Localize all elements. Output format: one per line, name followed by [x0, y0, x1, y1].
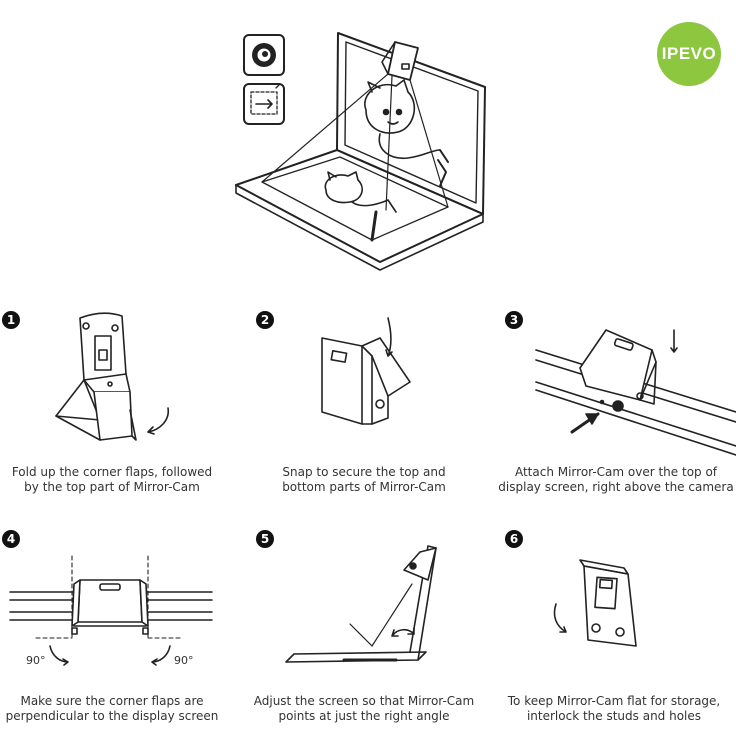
- step-6-number: 6: [505, 530, 523, 548]
- step-6-caption-line-1: To keep Mirror-Cam flat for storage,: [507, 694, 721, 708]
- step-2-caption-line-1: Snap to secure the top and: [282, 465, 446, 479]
- step-3-caption-line-1: Attach Mirror-Cam over the top of: [514, 465, 718, 479]
- step-5-caption-line-2: points at just the right angle: [278, 709, 450, 723]
- step-3-caption: Attach Mirror-Cam over the top of displa…: [496, 465, 736, 495]
- step-2-number: 2: [256, 311, 274, 329]
- step-5-illustration: [285, 545, 437, 663]
- step-5-caption: Adjust the screen so that Mirror-Cam poi…: [244, 694, 484, 724]
- step-3-number: 3: [505, 311, 523, 329]
- step-5-caption-line-1: Adjust the screen so that Mirror-Cam: [253, 694, 475, 708]
- step-2-illustration: [321, 317, 411, 425]
- step-3-caption-line-2: display screen, right above the camera: [498, 480, 734, 494]
- angle-label-left: 90°: [26, 654, 46, 667]
- step-4-number: 4: [2, 530, 20, 548]
- step-1-number: 1: [2, 311, 20, 329]
- webcam-icon: [243, 34, 285, 76]
- step-2-caption-line-2: bottom parts of Mirror-Cam: [282, 480, 446, 494]
- step-5-number: 5: [256, 530, 274, 548]
- step-6-illustration: [553, 559, 637, 647]
- step-6-caption-line-2: interlock the studs and holes: [526, 709, 702, 723]
- step-1-illustration: [55, 312, 170, 441]
- hero-laptop-illustration: [235, 32, 486, 271]
- step-2-caption: Snap to secure the top and bottom parts …: [244, 465, 484, 495]
- step-3-illustration: [535, 329, 736, 456]
- step-4-illustration: [9, 555, 213, 666]
- flip-screen-icon: [243, 83, 285, 125]
- step-1-caption-line-2: by the top part of Mirror-Cam: [24, 480, 200, 494]
- ipevo-logo: IPEVO: [657, 22, 721, 86]
- step-6-caption: To keep Mirror-Cam flat for storage, int…: [494, 694, 734, 724]
- angle-label-right: 90°: [174, 654, 194, 667]
- step-4-caption-line-1: Make sure the corner flaps are: [20, 694, 204, 708]
- step-1-caption-line-1: Fold up the corner flaps, followed: [11, 465, 213, 479]
- step-4-caption: Make sure the corner flaps are perpendic…: [0, 694, 232, 724]
- step-4-caption-line-2: perpendicular to the display screen: [5, 709, 219, 723]
- step-1-caption: Fold up the corner flaps, followed by th…: [0, 465, 232, 495]
